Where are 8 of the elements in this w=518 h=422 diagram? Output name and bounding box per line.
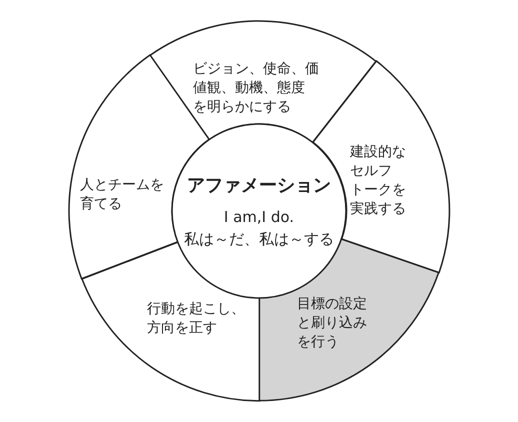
center-text: 私は～だ、私は～する: [184, 230, 334, 249]
segment-text: ビジョン、使命、価値観、動機、態度を明らかにする: [192, 60, 319, 117]
center-text: I am,I do.: [224, 208, 294, 227]
segment-text: 目標の設定と刷り込みを行う: [297, 294, 367, 352]
segment-text: 人とチームを育てる: [80, 176, 164, 214]
segment-text: 行動を起こし、方向を正す: [146, 300, 245, 338]
segment-text: 建設的なセルフトークを実践する: [350, 142, 406, 219]
center-heading: アファメーション: [187, 176, 331, 195]
